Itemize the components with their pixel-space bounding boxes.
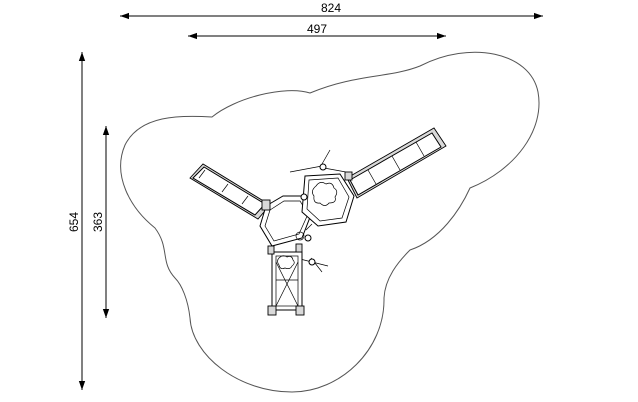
- dimension-overall-height: 654: [67, 52, 86, 390]
- dimension-inner-width: 497: [188, 22, 446, 40]
- dimension-overall-width: 824: [120, 1, 543, 20]
- slide-left: [189, 163, 271, 220]
- inner-width-label: 497: [307, 22, 327, 36]
- overall-width-label: 824: [321, 1, 341, 15]
- spinner-top: [289, 149, 347, 173]
- tower-bottom: [267, 243, 305, 316]
- inner-height-label: 363: [91, 212, 105, 232]
- dimension-inner-height: 363: [91, 126, 110, 318]
- platform-hex-left: [259, 195, 313, 247]
- platform-hex-right: [301, 173, 355, 227]
- connector-posts: [261, 171, 353, 242]
- climbing-net-lower-icon: [277, 255, 295, 270]
- safety-zone-outline: [120, 51, 540, 393]
- overall-height-label: 654: [67, 212, 81, 232]
- climbing-net-icon: [312, 182, 338, 206]
- slide-right: [346, 127, 447, 199]
